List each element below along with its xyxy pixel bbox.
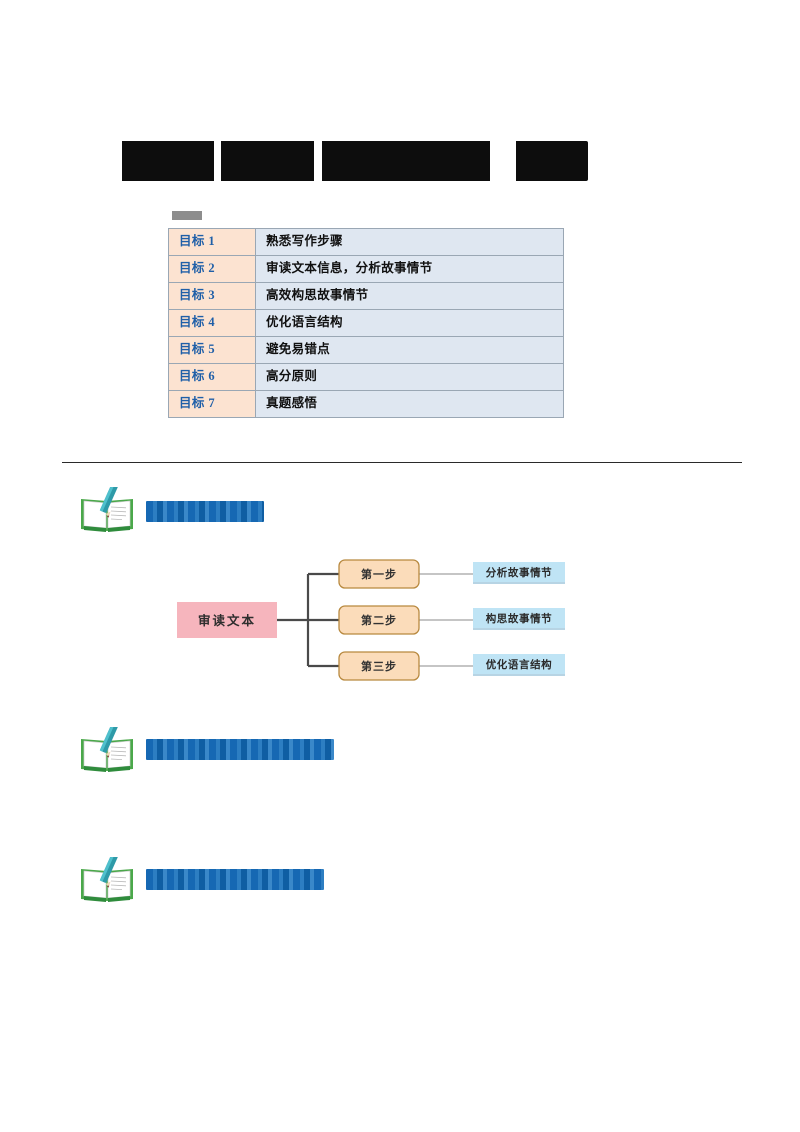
section-heading-2-label: 【████，████】 xyxy=(146,739,334,763)
diagram-step-node-1: 第一步 xyxy=(338,559,420,589)
table-row: 目标 3 高效构思故事情节 xyxy=(168,282,564,310)
open-book-pencil-icon xyxy=(78,487,136,535)
objective-key: 目标 2 xyxy=(168,255,256,283)
section-heading-1: █████ xyxy=(78,487,264,535)
diagram-outcome-label-3: 优化语言结构 xyxy=(486,658,553,671)
diagram-step-node-2: 第二步 xyxy=(338,605,420,635)
diagram-step-node-3: 第三步 xyxy=(338,651,420,681)
open-book-pencil-icon xyxy=(78,727,136,775)
objectives-table: 目标 1 熟悉写作步骤 目标 2 审读文本信息，分析故事情节 目标 3 高效构思… xyxy=(168,228,564,418)
table-row: 目标 6 高分原则 xyxy=(168,363,564,391)
diagram-step-label-3: 第三步 xyxy=(361,659,397,673)
objective-key: 目标 3 xyxy=(168,282,256,310)
objective-value: 审读文本信息，分析故事情节 xyxy=(255,255,564,283)
diagram-outcome-label-2: 构思故事情节 xyxy=(486,612,553,625)
diagram-outcome-node-3: 优化语言结构 xyxy=(473,654,565,676)
connector-lines xyxy=(277,572,339,668)
section-heading-3-label: 【███████】 xyxy=(146,869,324,893)
diagram-outcome-node-2: 构思故事情节 xyxy=(473,608,565,630)
objective-value: 高分原则 xyxy=(255,363,564,391)
table-caption: ███ xyxy=(172,211,202,229)
open-book-pencil-icon xyxy=(78,857,136,905)
page-title: ████ ██████ ███ xyxy=(118,141,588,185)
section-heading-2-redacted-text: 【████，████】 xyxy=(146,739,334,760)
section-divider xyxy=(62,462,742,463)
objective-key: 目标 7 xyxy=(168,390,256,418)
objective-value: 真题感悟 xyxy=(255,390,564,418)
table-row: 目标 2 审读文本信息，分析故事情节 xyxy=(168,255,564,283)
table-row: 目标 5 避免易错点 xyxy=(168,336,564,364)
outcome-connector-lines xyxy=(419,573,473,667)
writing-steps-flow-diagram: 审读文本 第一步 分析故事情节 第二步 构思故事情节 xyxy=(151,540,649,700)
objective-value: 高效构思故事情节 xyxy=(255,282,564,310)
section-heading-3-redacted-text: 【███████】 xyxy=(146,869,324,890)
diagram-outcome-label-1: 分析故事情节 xyxy=(486,566,553,579)
section-heading-1-label: █████ xyxy=(146,500,264,522)
section-heading-3: 【███████】 xyxy=(78,857,324,905)
objective-key: 目标 4 xyxy=(168,309,256,337)
objective-key: 目标 1 xyxy=(168,228,256,256)
table-caption-redacted-text: ███ xyxy=(172,211,202,220)
diagram-root-label: 审读文本 xyxy=(198,613,256,628)
objective-value: 优化语言结构 xyxy=(255,309,564,337)
section-heading-2: 【████，████】 xyxy=(78,727,334,775)
section-heading-1-redacted-text: █████ xyxy=(146,500,264,522)
diagram-outcome-node-1: 分析故事情节 xyxy=(473,562,565,584)
objective-value: 熟悉写作步骤 xyxy=(255,228,564,256)
diagram-root-node: 审读文本 xyxy=(177,602,277,638)
table-row: 目标 7 真题感悟 xyxy=(168,390,564,418)
diagram-step-label-1: 第一步 xyxy=(361,567,397,581)
objective-key: 目标 5 xyxy=(168,336,256,364)
objective-key: 目标 6 xyxy=(168,363,256,391)
objective-value: 避免易错点 xyxy=(255,336,564,364)
diagram-step-label-2: 第二步 xyxy=(361,613,397,627)
table-row: 目标 4 优化语言结构 xyxy=(168,309,564,337)
table-row: 目标 1 熟悉写作步骤 xyxy=(168,228,564,256)
page-title-redacted-text: ████ ██████ ███ xyxy=(118,141,588,181)
